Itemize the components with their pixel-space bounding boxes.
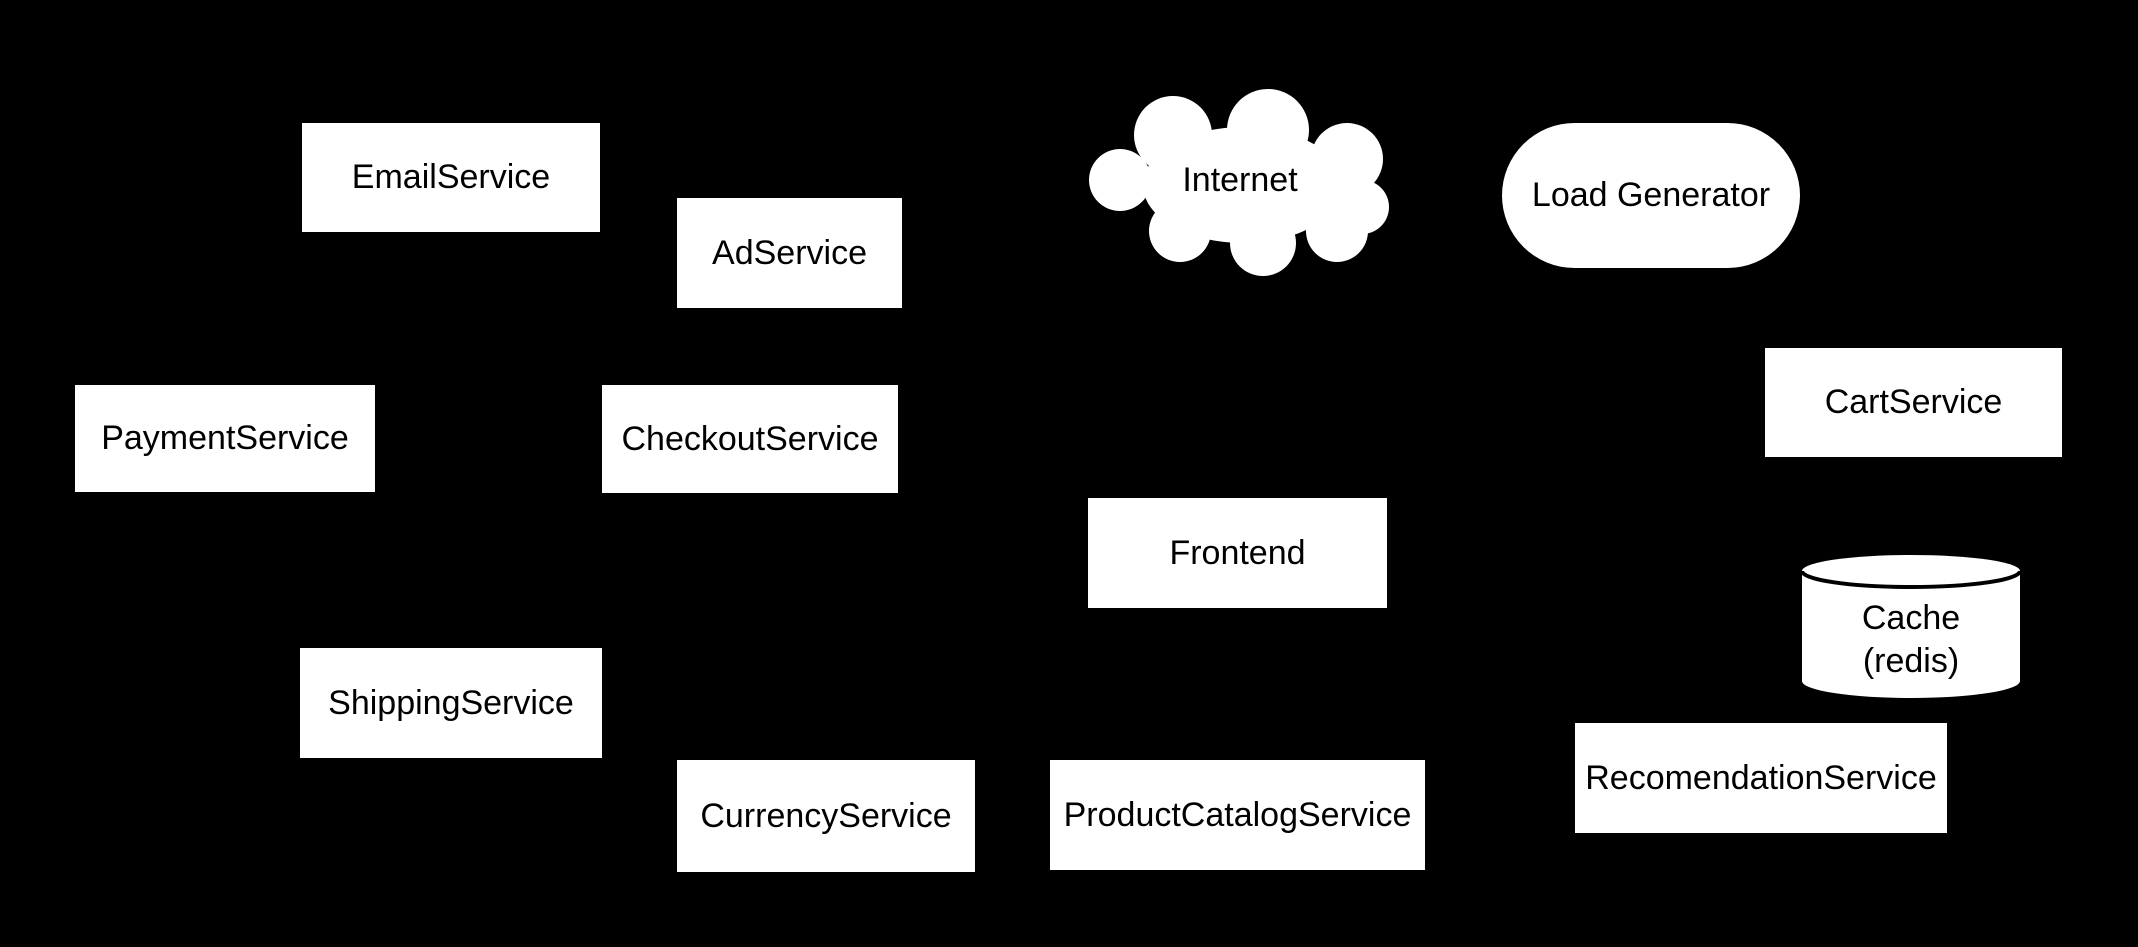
node-productcatalogservice-label: ProductCatalogService <box>1063 795 1412 834</box>
node-recomendationservice: RecomendationService <box>1575 723 1947 833</box>
node-paymentservice-label: PaymentService <box>101 419 349 458</box>
database-cylinder-icon <box>1800 555 2022 698</box>
node-paymentservice: PaymentService <box>75 385 375 492</box>
cache-label-line2: (redis) <box>1862 641 1960 680</box>
node-checkoutservice-label: CheckoutService <box>621 419 879 458</box>
node-adservice-label: AdService <box>712 233 867 272</box>
node-recomendationservice-label: RecomendationService <box>1585 758 1937 797</box>
node-cartservice: CartService <box>1765 348 2062 457</box>
node-emailservice-label: EmailService <box>351 158 551 197</box>
node-shippingservice-label: ShippingService <box>328 683 574 722</box>
cache-label-line1: Cache <box>1861 599 1961 637</box>
internet-cloud-icon <box>1089 89 1389 276</box>
node-checkoutservice: CheckoutService <box>602 385 898 493</box>
node-currencyservice: CurrencyService <box>677 760 975 872</box>
node-cache-redis: Cache (redis) <box>1800 553 2022 700</box>
node-internet-label: Internet <box>1182 160 1298 199</box>
node-emailservice: EmailService <box>302 123 600 232</box>
node-currencyservice-label: CurrencyService <box>700 796 952 835</box>
node-cache-redis-label: Cache (redis) <box>1800 553 2022 700</box>
node-frontend: Frontend <box>1088 498 1387 608</box>
node-internet: Internet <box>1085 85 1395 276</box>
node-productcatalogservice: ProductCatalogService <box>1050 760 1425 870</box>
node-load-generator-label: Load Generator <box>1531 176 1771 215</box>
node-frontend-label: Frontend <box>1169 533 1306 572</box>
node-cartservice-label: CartService <box>1824 383 2003 422</box>
node-shippingservice: ShippingService <box>300 648 602 758</box>
node-adservice: AdService <box>677 198 902 308</box>
node-load-generator: Load Generator <box>1502 123 1800 268</box>
